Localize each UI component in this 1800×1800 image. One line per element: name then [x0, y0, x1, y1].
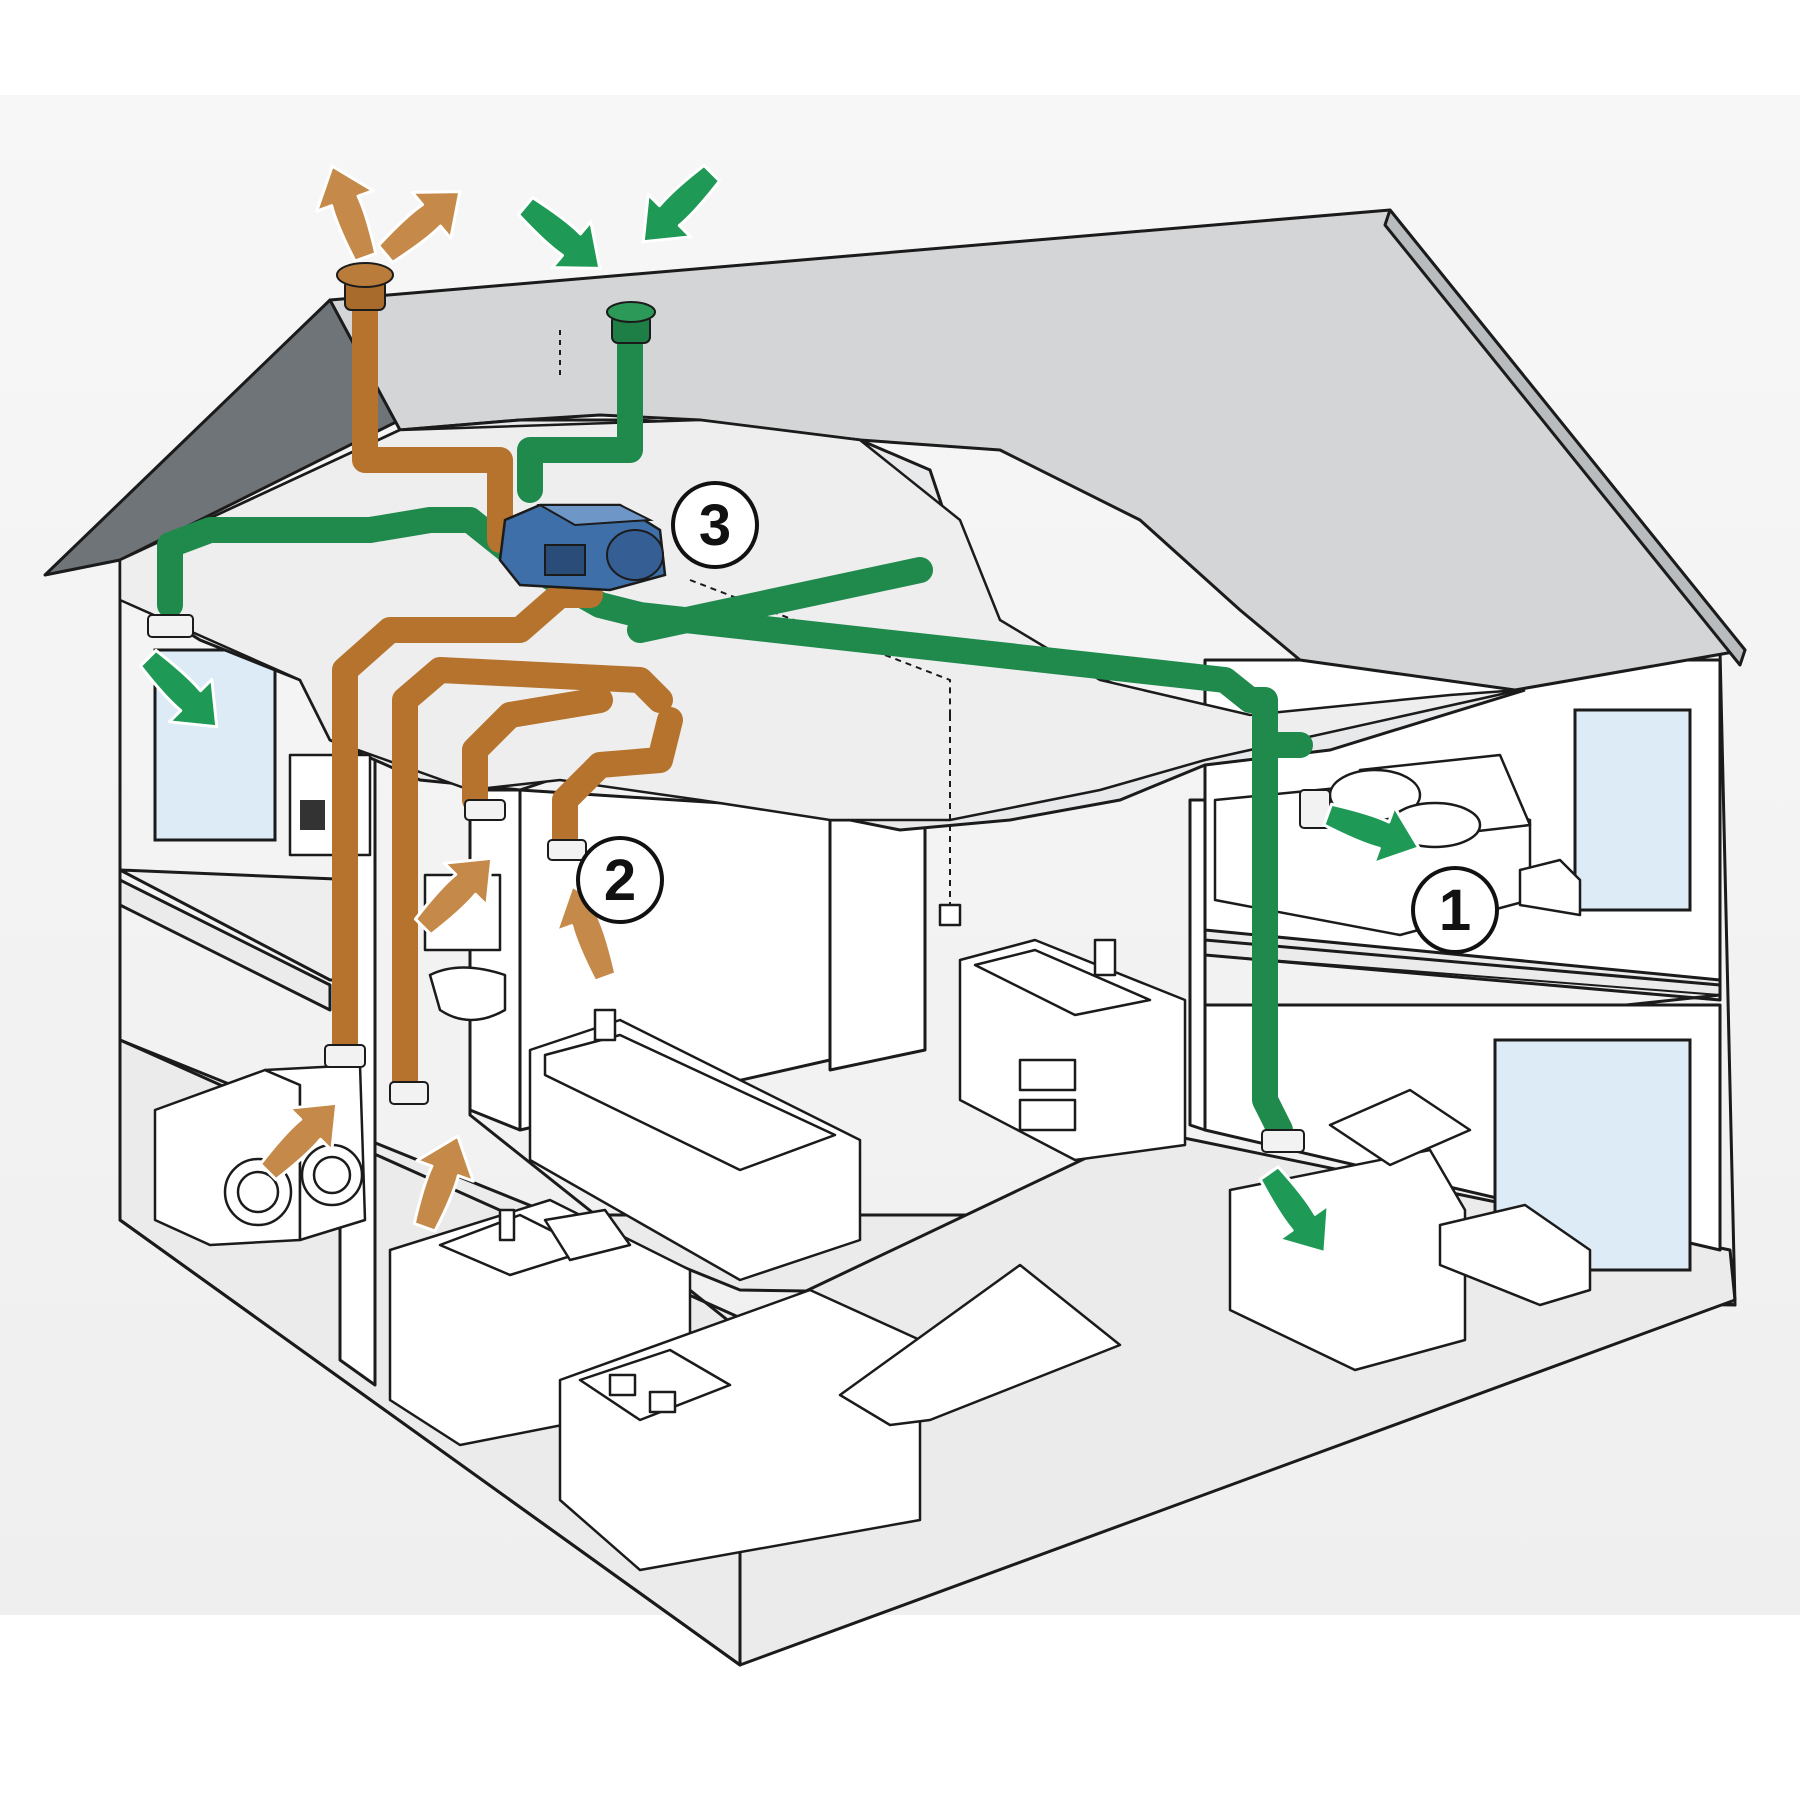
roof-main	[328, 208, 1747, 692]
supply-arrow-upstairs-left-room	[138, 648, 219, 729]
exhaust-duct-to-roof	[352, 287, 513, 553]
exhaust-arrow-kitchen-extract	[412, 1134, 475, 1233]
callout-3: 3	[671, 481, 759, 569]
roof-ridge-edge	[1383, 208, 1747, 667]
interior-wall-right	[1188, 798, 1207, 1132]
exhaust-arrow-laundry-extract	[258, 1101, 339, 1182]
house-outline-right	[739, 649, 1737, 1666]
supply-duct-to-roof	[517, 307, 643, 503]
bedroom-cabinet	[1518, 858, 1582, 917]
sink-icon	[958, 938, 1187, 1162]
airflow-arrows	[138, 163, 1421, 1255]
supply-arrow-living-room	[1258, 1165, 1330, 1255]
window-upstairs-right	[1573, 708, 1692, 912]
exhaust-arrow-roof-outlet-2	[376, 190, 462, 264]
vent-kitchen	[389, 1081, 429, 1105]
exhaust-duct-network	[332, 287, 683, 1098]
supply-duct-branch	[627, 557, 933, 643]
thermostat	[938, 903, 962, 927]
supply-arrow-roof-intake-2	[641, 163, 722, 244]
supply-arrow-bedroom	[1322, 802, 1421, 865]
washing-machine-icon	[153, 1068, 302, 1247]
middle-floor-slab	[118, 878, 332, 1012]
callout-2-label: 2	[604, 848, 636, 913]
coffee-table	[1438, 1203, 1592, 1307]
bathtub-icon	[528, 1008, 862, 1282]
supply-arrow-roof-intake-1	[516, 196, 602, 270]
vent-living-room	[1261, 1129, 1305, 1153]
exhaust-arrow-roof-outlet-1	[315, 164, 378, 263]
exhaust-arrow-toilet-extract	[413, 856, 494, 937]
vent-wc	[547, 839, 587, 861]
house-outline-left	[119, 560, 741, 1666]
callout-markers: 1 2 3	[576, 481, 1499, 954]
vent-toilet	[464, 799, 506, 821]
vent-upstairs-left	[147, 614, 194, 638]
interior-wall-hall	[828, 818, 927, 1072]
callout-3-label: 3	[699, 493, 731, 558]
exhaust-duct-laundry	[332, 582, 603, 1063]
exhaust-duct-kitchen	[392, 657, 673, 1098]
exhaust-duct-toilet	[462, 687, 613, 813]
exhaust-roof-cap-top	[336, 262, 394, 288]
callout-2: 2	[576, 836, 664, 924]
kitchen-table	[838, 1263, 1122, 1427]
ventilation-unit-icon	[498, 503, 667, 592]
callout-1-label: 1	[1439, 878, 1471, 943]
stove-icon	[558, 1288, 922, 1572]
interior-wall-bath	[468, 788, 522, 1132]
boiler-display	[300, 800, 325, 830]
callout-1: 1	[1411, 866, 1499, 954]
vent-laundry	[324, 1044, 366, 1068]
exhaust-duct-wc	[552, 707, 683, 853]
supply-roof-cap-top	[606, 301, 656, 323]
